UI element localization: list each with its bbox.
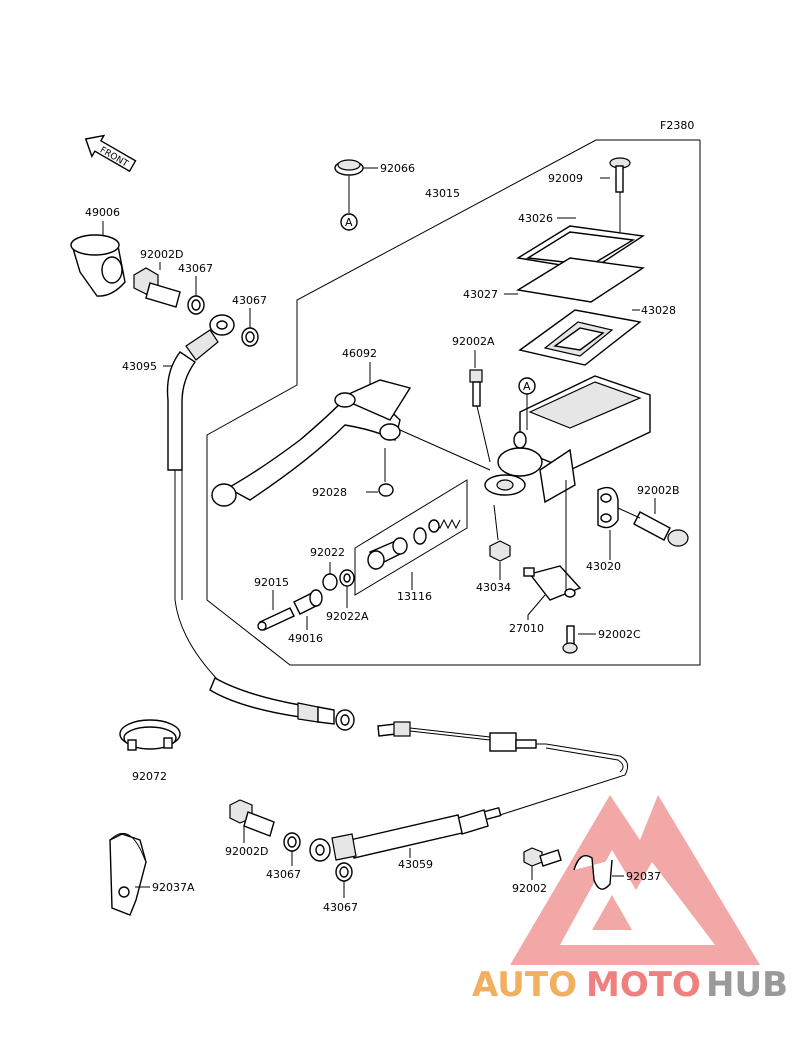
ref-marker-a-top [340, 213, 358, 231]
label-92066: 92066 [380, 162, 415, 175]
label-43067-a: 43067 [178, 262, 213, 275]
hose-end-fitting-icon [209, 677, 355, 731]
label-43034: 43020 [586, 560, 621, 573]
nut-icon [489, 540, 511, 562]
clutch-lever-icon [211, 379, 412, 507]
banjo-bolt-icon [133, 267, 181, 308]
label-43095: 43095 [122, 360, 157, 373]
piston-kit-box [354, 479, 468, 596]
label-43067-b: 43067 [232, 294, 267, 307]
label-92022: 92022 [310, 546, 345, 559]
watermark-hub: HUB [706, 965, 788, 1005]
piston-kit-icon [367, 518, 461, 570]
label-92002D-bottom: 92002D [225, 845, 268, 858]
label-43028: 43028 [641, 304, 676, 317]
label-43015: 43015 [425, 187, 460, 200]
plate-icon [516, 257, 645, 303]
watermark-text: AUTO MOTO HUB [472, 965, 788, 1005]
ref-marker-a-top-label: A [345, 216, 353, 229]
clamp-bolt-icon [633, 511, 689, 547]
bolt-icon [523, 847, 543, 867]
clip-icon [573, 855, 613, 890]
clutch-hose-icon [166, 314, 301, 711]
circlip-icon [322, 573, 338, 591]
label-43026: 43026 [518, 212, 553, 225]
switch-screw-icon [566, 625, 575, 645]
hose-clamp-icon [119, 719, 181, 751]
label-92002B: 92002B [637, 484, 680, 497]
label-92002D-top: 92002D [140, 248, 183, 261]
banjo-bolt-bottom-icon [229, 799, 275, 837]
watermark-logo [510, 795, 760, 965]
ref-marker-a-body: A [523, 380, 531, 393]
label-92037: 92037 [626, 870, 661, 883]
label-43027: 43027 [463, 288, 498, 301]
master-cylinder-body-icon [484, 375, 651, 504]
label-49006: 49006 [85, 206, 120, 219]
label-92002A: 92002A [452, 335, 495, 348]
hose-bracket-icon [109, 832, 147, 916]
label-13116: 92015 [254, 576, 289, 589]
clutch-pipe-icon [377, 721, 629, 816]
label-46092: 46092 [342, 347, 377, 360]
watermark-moto: MOTO [586, 965, 701, 1005]
clutch-switch-icon [523, 565, 582, 601]
label-92072: 92072 [132, 770, 167, 783]
assembly-outline [206, 139, 701, 666]
label-27010: 27010 [509, 622, 544, 635]
label-43067-d: 43067 [323, 901, 358, 914]
label-43059: 43059 [398, 858, 433, 871]
label-92028: 92028 [312, 486, 347, 499]
label-43067-c: 43067 [266, 868, 301, 881]
label-49016: 49016 [288, 632, 323, 645]
label-43020: 13116 [397, 590, 432, 603]
label-92002C: 92002C [598, 628, 641, 641]
label-92022A: 92022A [326, 610, 369, 623]
label-92009: 92009 [548, 172, 583, 185]
label-92002: 92002 [512, 882, 547, 895]
front-arrow-icon: FRONT [84, 134, 137, 173]
pivot-bolt-icon [469, 369, 483, 383]
banjo-cover-icon [70, 234, 126, 297]
watermark-auto: AUTO [472, 965, 577, 1005]
bush-icon [378, 483, 394, 497]
lower-hose-icon [309, 806, 502, 862]
label-92015: 43034 [476, 581, 511, 594]
label-92037A: 92037A [152, 881, 195, 894]
figure-code: F2380 [660, 119, 694, 132]
